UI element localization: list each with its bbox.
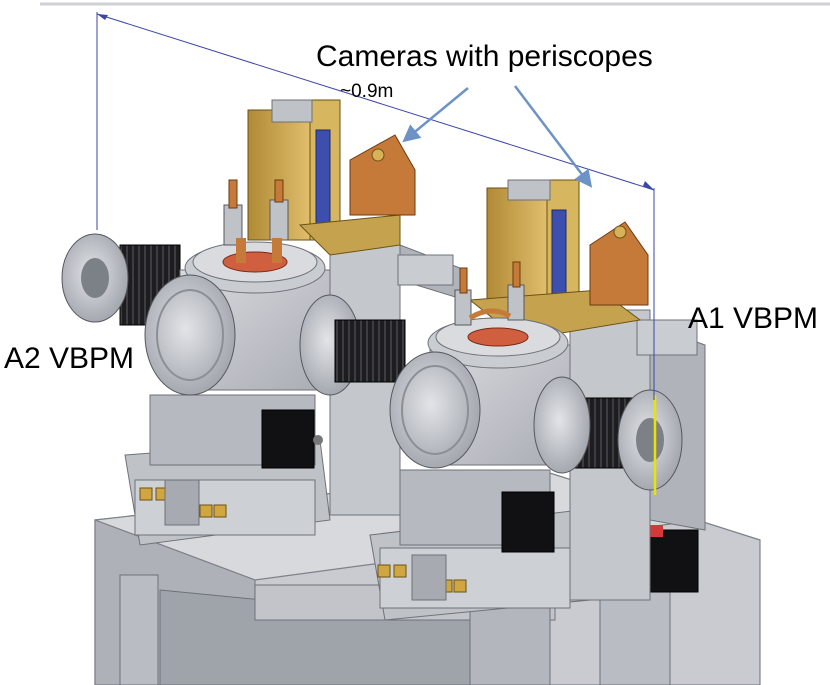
cameras-label: Cameras with periscopes	[316, 40, 653, 73]
camera-arrow-a2	[402, 87, 469, 143]
dimension-annotation	[96, 12, 655, 400]
a1-vbpm-label: A1 VBPM	[688, 302, 819, 335]
camera-arrow-a1	[514, 85, 593, 188]
a1-stand	[369, 469, 699, 621]
a1-vacuum-cross	[389, 261, 683, 491]
a2-stand	[124, 394, 331, 546]
a1-camera-periscope	[468, 179, 649, 341]
dimension-label: ~0.9m	[340, 81, 394, 102]
a2-vbpm-label: A2 VBPM	[4, 342, 135, 375]
a2-vacuum-cross	[61, 179, 406, 396]
